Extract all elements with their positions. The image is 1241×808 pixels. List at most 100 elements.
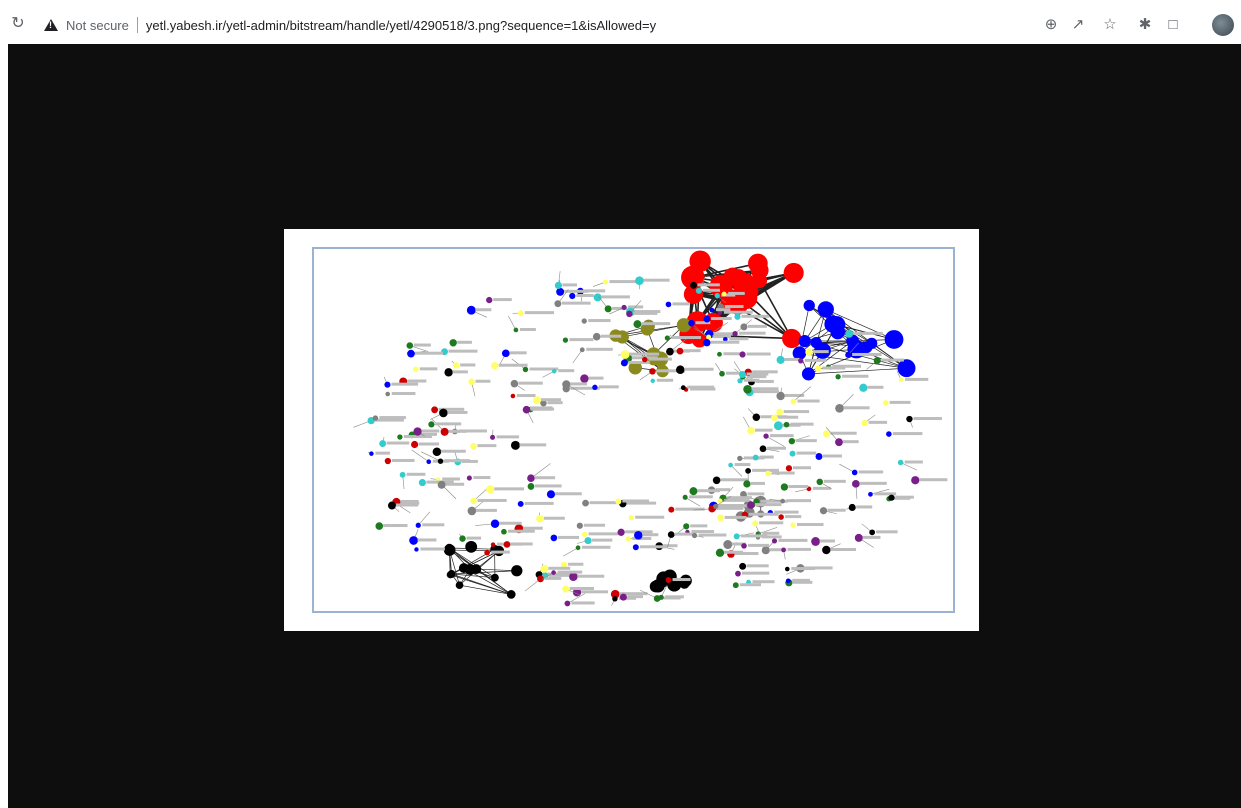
graph-node: [845, 329, 854, 338]
graph-node: [776, 408, 784, 416]
graph-node: [581, 531, 588, 538]
graph-node-label: [391, 392, 416, 396]
graph-node-label: [740, 534, 768, 538]
graph-node-label: [734, 463, 751, 467]
graph-node: [709, 307, 715, 313]
graph-node-label: [769, 548, 787, 552]
graph-node: [690, 281, 697, 289]
graph-node: [732, 331, 738, 337]
graph-node-label: [746, 352, 771, 356]
graph-node: [510, 393, 516, 399]
address-bar[interactable]: Not secure yetl.yabesh.ir/yetl-admin/bit…: [44, 12, 1064, 38]
graph-node: [506, 590, 516, 599]
graph-node: [397, 434, 403, 440]
graph-node: [642, 356, 648, 363]
graph-node-label: [663, 544, 678, 548]
bookmark-star-icon[interactable]: ☆: [1103, 16, 1117, 33]
graph-node: [680, 385, 686, 391]
graph-node-label: [417, 538, 437, 542]
graph-node-label: [544, 576, 562, 580]
zoom-icon[interactable]: ⊕: [1044, 16, 1058, 33]
graph-node: [713, 503, 719, 509]
graph-node: [592, 332, 601, 341]
graph-node-label: [589, 501, 619, 505]
graph-node: [612, 596, 618, 602]
graph-node-label: [812, 486, 831, 490]
graph-node: [593, 293, 602, 302]
graph-node-label: [584, 289, 606, 293]
graph-node-label: [778, 538, 808, 542]
graph-node-label: [639, 545, 669, 549]
side-panel-icon[interactable]: □: [1168, 16, 1178, 33]
graph-node: [717, 498, 723, 504]
share-icon[interactable]: ↗: [1071, 16, 1085, 33]
graph-node: [372, 415, 379, 421]
graph-node-label: [656, 369, 683, 373]
graph-node: [717, 514, 725, 522]
graph-node-label: [634, 310, 661, 314]
graph-node-label: [858, 470, 884, 474]
graph-node-label: [723, 352, 743, 356]
graph-node: [409, 536, 418, 545]
reload-icon[interactable]: ↻: [11, 15, 25, 32]
graph-node-label: [724, 498, 750, 502]
url-text[interactable]: yetl.yabesh.ir/yetl-admin/bitstream/hand…: [145, 17, 657, 33]
graph-node: [771, 538, 778, 544]
network-graph-image[interactable]: [284, 229, 979, 631]
graph-node-label: [784, 357, 800, 361]
graph-node: [615, 498, 622, 505]
graph-node: [723, 336, 728, 342]
graph-node-label: [570, 386, 600, 390]
graph-node: [732, 582, 739, 589]
graph-node-label: [418, 442, 439, 446]
extensions-icon[interactable]: ✱: [1138, 16, 1152, 33]
graph-node-label: [746, 372, 769, 376]
graph-node: [675, 365, 685, 375]
graph-edge: [421, 451, 441, 462]
graph-node-label: [830, 431, 857, 435]
graph-node: [811, 537, 821, 546]
graph-node: [752, 454, 759, 461]
graph-node: [490, 434, 496, 440]
graph-node: [527, 474, 535, 483]
graph-node-label: [729, 337, 749, 341]
graph-node-label: [747, 492, 765, 496]
profile-avatar[interactable]: [1212, 14, 1234, 36]
graph-node: [426, 459, 432, 465]
graph-node: [510, 379, 519, 388]
graph-node: [632, 544, 639, 551]
graph-node-label: [672, 578, 691, 582]
graph-node-label: [813, 350, 829, 354]
graph-node-label: [819, 539, 835, 543]
graph-node: [706, 334, 712, 340]
graph-node-label: [895, 495, 914, 499]
graph-node: [385, 391, 391, 397]
graph-node: [897, 359, 916, 378]
graph-node-label: [641, 322, 671, 326]
graph-node: [551, 368, 557, 374]
graph-node-label: [739, 331, 766, 335]
graph-node: [789, 450, 796, 457]
graph-node-label: [728, 291, 745, 295]
graph-node-label: [509, 351, 527, 355]
graph-node-label: [881, 358, 904, 362]
graph-node-label: [760, 499, 788, 503]
graph-edge: [449, 549, 460, 586]
graph-node-label: [648, 357, 672, 361]
graph-node-label: [843, 406, 870, 410]
not-secure-warning-icon[interactable]: [44, 19, 58, 31]
graph-node-label: [569, 587, 595, 591]
security-label[interactable]: Not secure: [66, 17, 129, 33]
graph-node-label: [702, 288, 720, 292]
graph-node: [546, 490, 556, 499]
graph-node-label: [577, 574, 605, 578]
graph-node-label: [460, 363, 476, 367]
graph-node: [723, 540, 733, 550]
graph-node: [854, 533, 863, 542]
graph-node: [621, 304, 627, 310]
graph-node: [522, 405, 531, 414]
graph-edge: [808, 367, 907, 375]
graph-node: [780, 483, 789, 491]
graph-node: [703, 315, 711, 323]
graph-node: [664, 335, 670, 341]
